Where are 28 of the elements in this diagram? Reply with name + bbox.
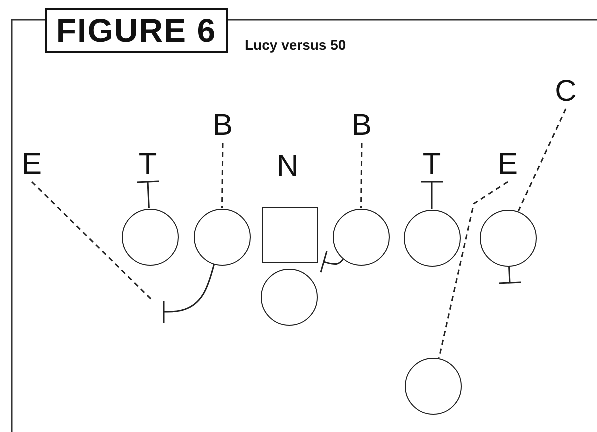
subtitle: Lucy versus 50 — [245, 38, 346, 52]
player-circle — [260, 268, 318, 326]
position-letter: B — [211, 111, 235, 141]
route-line — [136, 180, 160, 209]
dashed-path-line — [222, 143, 224, 209]
route-line — [320, 250, 344, 274]
player-circle — [480, 210, 536, 266]
dashed-path-line — [31, 181, 153, 301]
route-line — [420, 181, 444, 210]
position-letter: T — [136, 150, 160, 180]
position-letter: C — [553, 77, 579, 107]
player-circle — [194, 208, 250, 266]
dashed-path-line — [438, 181, 508, 358]
route-line — [498, 266, 522, 284]
center-square — [262, 207, 318, 263]
position-letter: E — [20, 150, 44, 180]
position-letter: T — [420, 150, 444, 180]
dashed-path-line — [518, 108, 567, 212]
player-circle — [332, 208, 390, 266]
player-circle — [404, 210, 460, 266]
position-letter: E — [496, 150, 520, 180]
dashed-path-line — [360, 143, 363, 209]
position-letter: N — [277, 152, 299, 182]
figure-title: FIGURE 6 — [45, 8, 228, 53]
route-line — [163, 264, 216, 324]
player-circle — [404, 358, 462, 414]
player-circle — [122, 208, 178, 266]
position-letter: B — [350, 111, 374, 141]
